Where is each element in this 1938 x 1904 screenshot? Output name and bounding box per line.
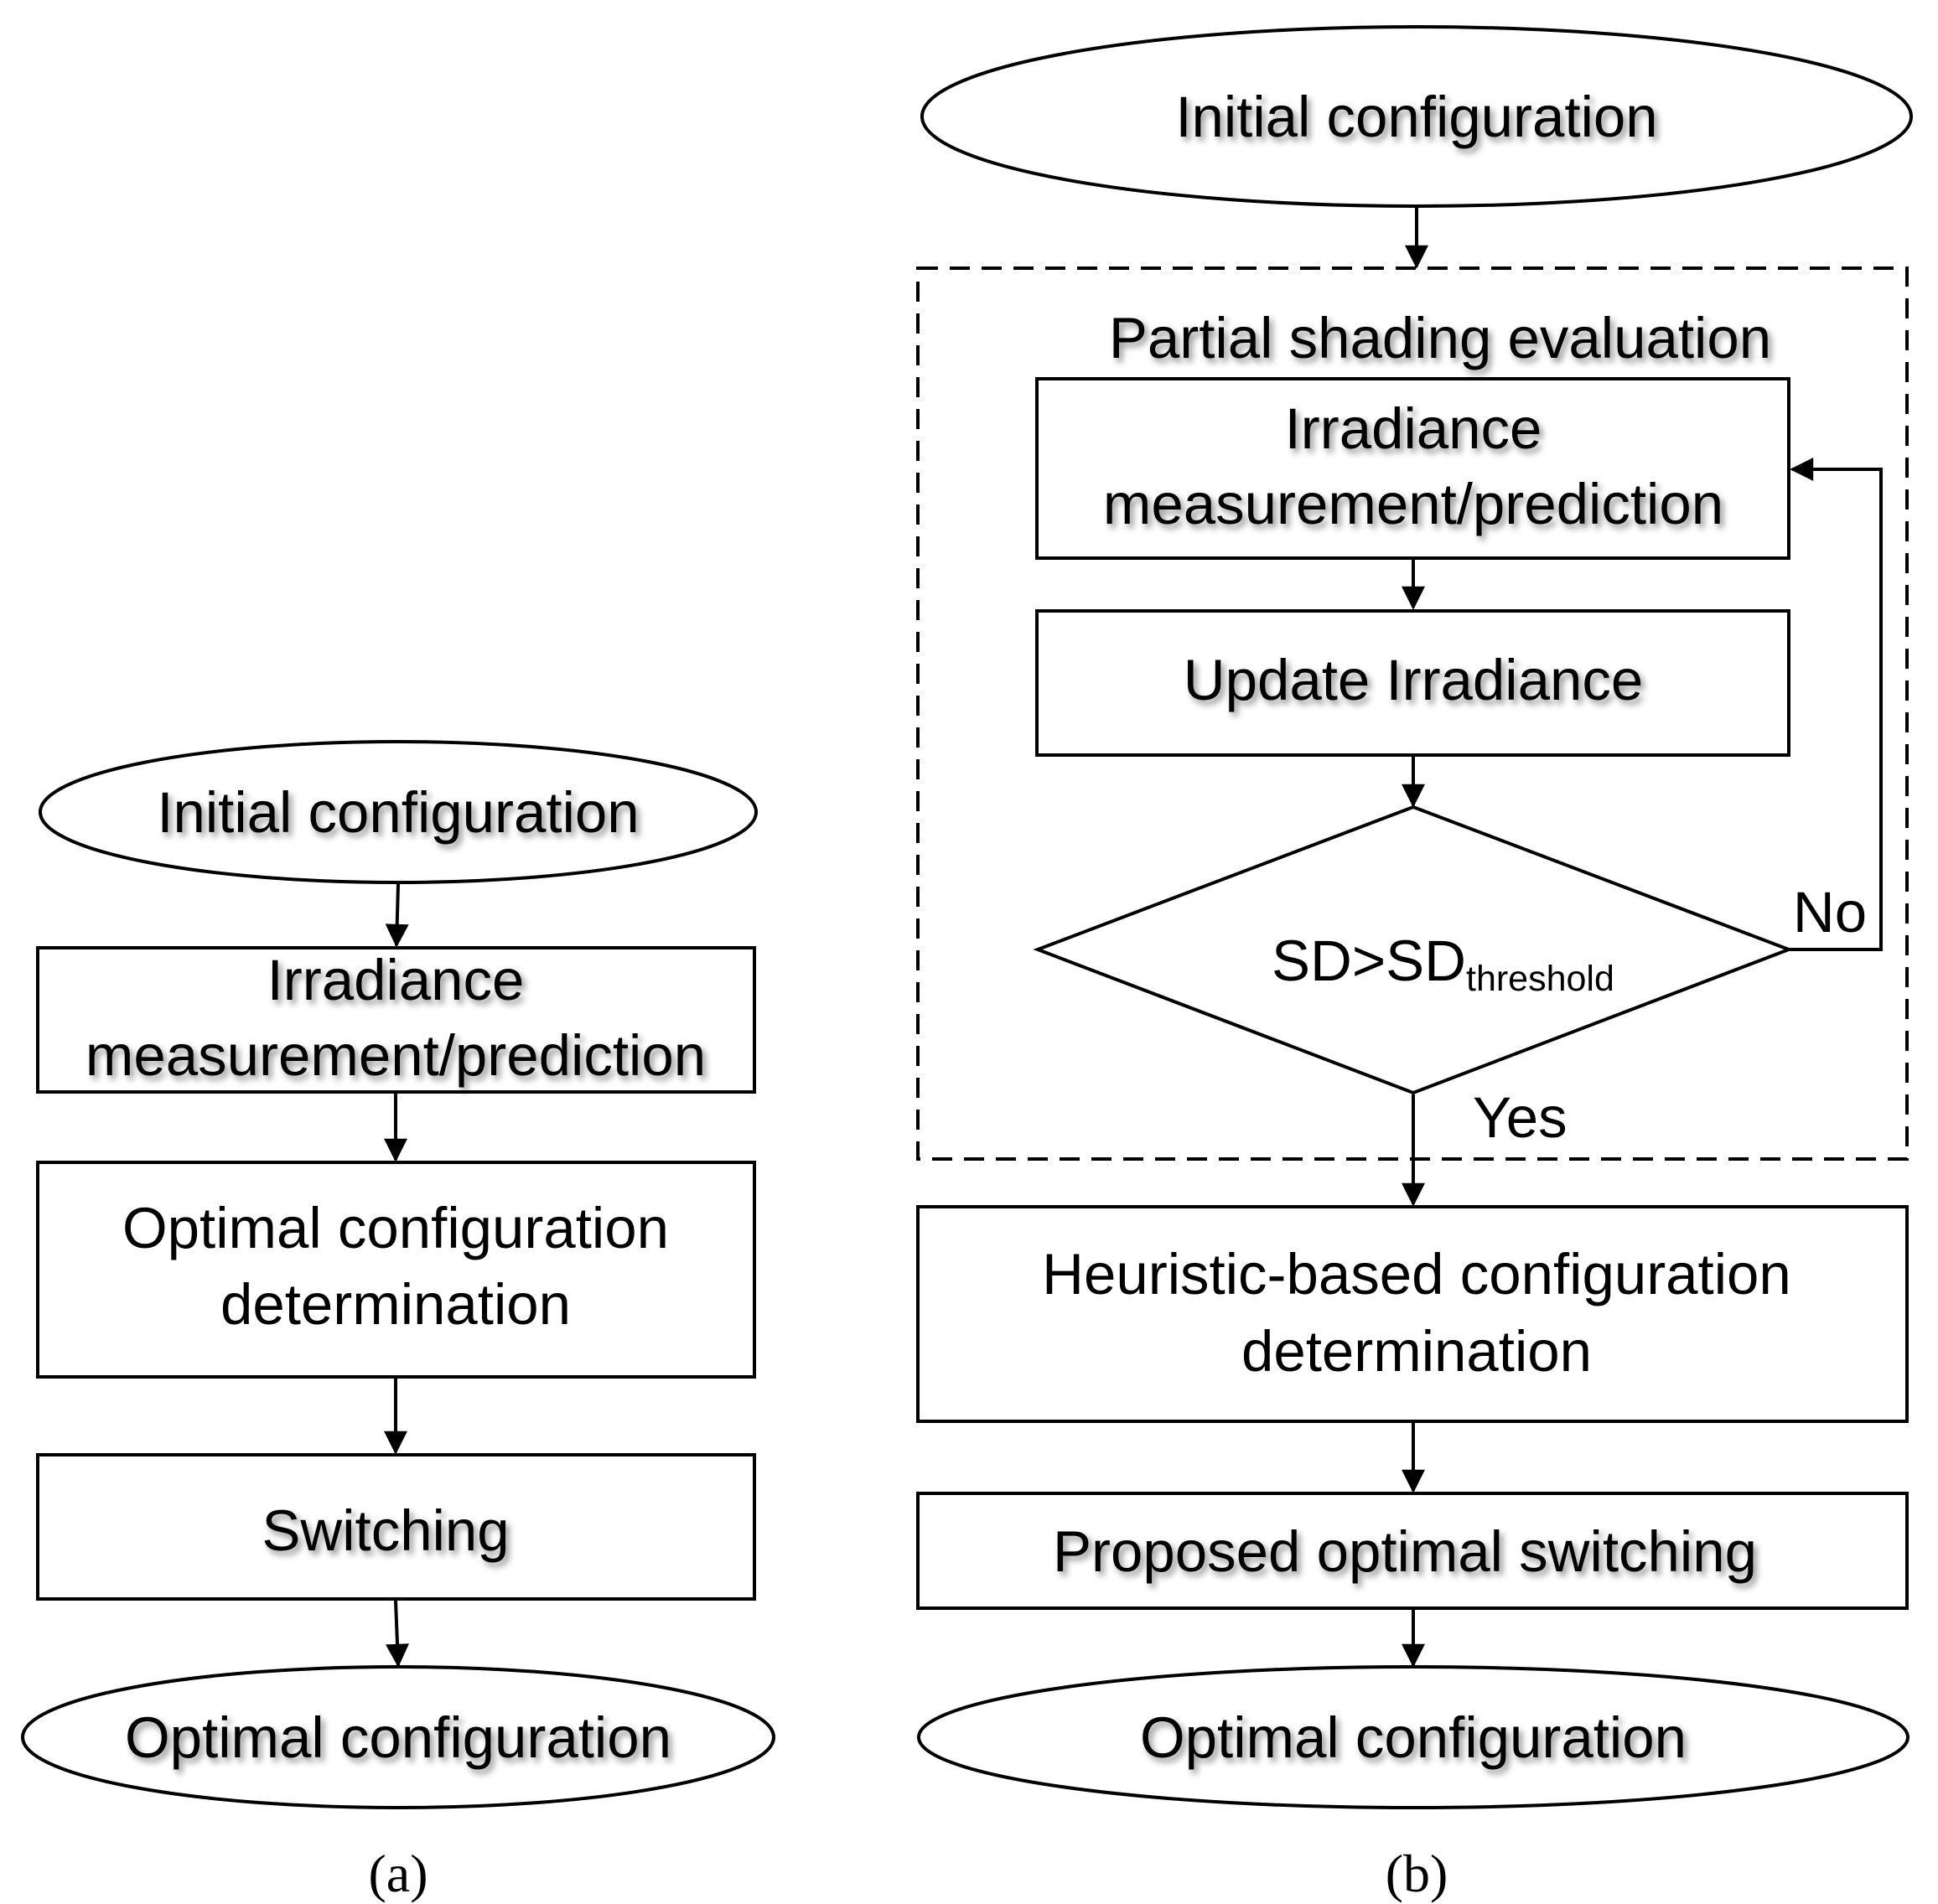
- b-yes-label: Yes: [1473, 1085, 1568, 1150]
- b-step2-box: [1035, 609, 1790, 757]
- flowchart-a: Initial configuration Irradiance measure…: [21, 740, 775, 1903]
- b-no-loop-connector: [1789, 458, 1883, 951]
- b-step1-label-line1: Irradiance: [1285, 396, 1542, 461]
- a-step3-box: [36, 1453, 756, 1601]
- b-start-label: Initial configuration: [1175, 85, 1657, 149]
- a-step2-box: [36, 1161, 756, 1379]
- a-end-label: Optimal configuration: [125, 1705, 671, 1770]
- a-start-label: Initial configuration: [157, 780, 639, 845]
- b-step3-label-line1: Heuristic-based configuration: [1042, 1242, 1791, 1306]
- b-step3-label-line2: determination: [1241, 1319, 1592, 1384]
- a-step3-label: Switching: [262, 1498, 509, 1563]
- a-step1-box: [36, 946, 756, 1094]
- a-end-ellipse: [21, 1665, 775, 1809]
- b-step4-label: Proposed optimal switching: [1053, 1519, 1757, 1584]
- b-caption: (b): [1386, 1844, 1448, 1903]
- b-end-label: Optimal configuration: [1140, 1705, 1687, 1770]
- a-arrow-step3-to-end: [386, 1600, 410, 1668]
- b-end-ellipse: [917, 1665, 1910, 1809]
- a-step1-label-line2: measurement/prediction: [86, 1023, 706, 1088]
- b-step2-label: Update Irradiance: [1184, 648, 1644, 712]
- b-step1-label-line2: measurement/prediction: [1103, 472, 1723, 536]
- b-step3-box: [916, 1205, 1909, 1423]
- a-caption: (a): [368, 1844, 428, 1903]
- b-group-title: Partial shading evaluation: [1109, 306, 1771, 370]
- b-no-label: No: [1793, 880, 1867, 944]
- b-decision-diamond: [1033, 805, 1794, 1095]
- b-decision-subscript: threshold: [1466, 959, 1614, 999]
- a-arrow-start-to-step1: [385, 883, 409, 948]
- flowchart-b: Initial configuration Partial shading ev…: [916, 25, 1913, 1903]
- b-decision-main: SD>SD: [1272, 929, 1466, 993]
- a-step1-label-line1: Irradiance: [267, 948, 525, 1012]
- b-step1-box: [1035, 377, 1790, 560]
- b-decision-label: SD>SDthreshold: [1272, 929, 1614, 999]
- b-step4-box: [916, 1492, 1909, 1610]
- a-step2-label-line1: Optimal configuration: [122, 1196, 669, 1260]
- b-start-ellipse: [920, 25, 1913, 208]
- a-step2-label-line2: determination: [220, 1272, 571, 1337]
- a-start-ellipse: [39, 740, 758, 884]
